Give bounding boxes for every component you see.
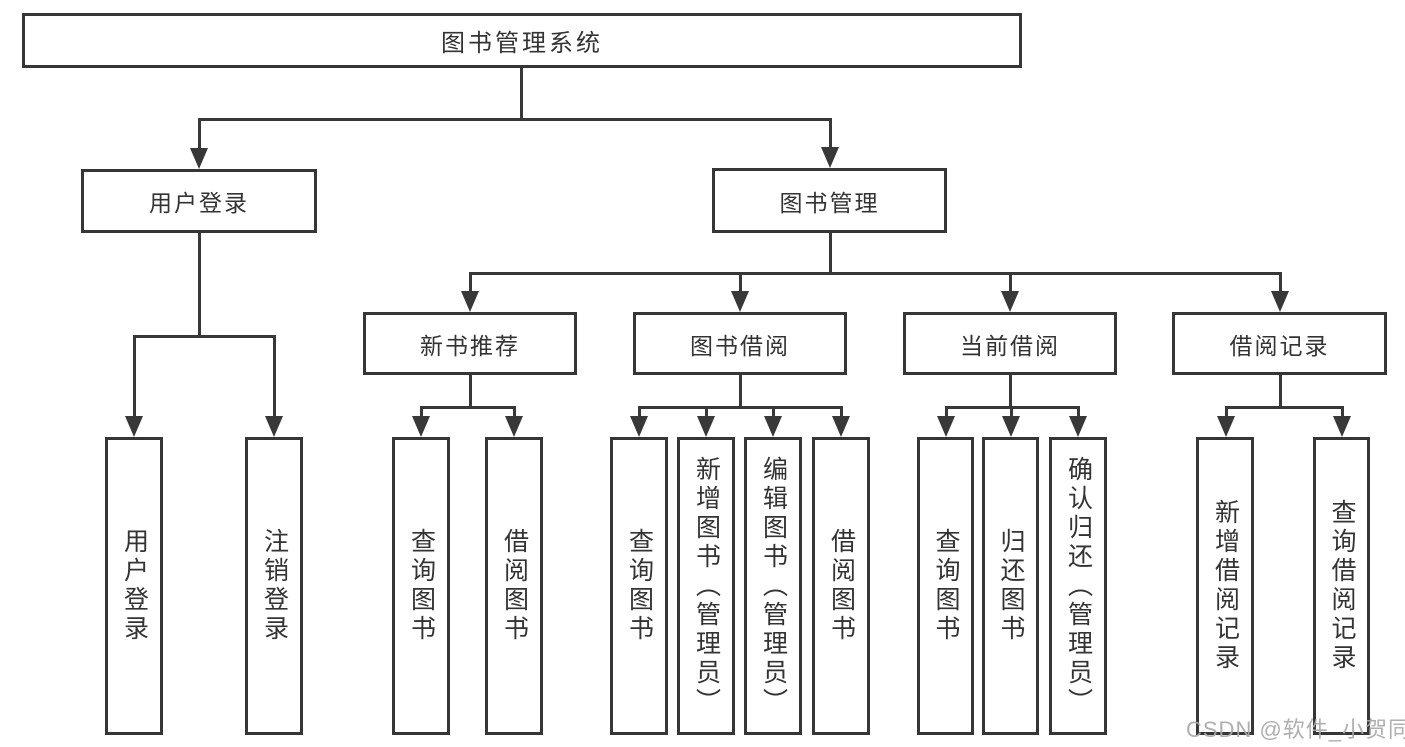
- leaf-logout-label: 注销登录: [260, 528, 289, 644]
- connector-vline: [1340, 406, 1344, 418]
- arrow-down-icon: [461, 291, 479, 312]
- connector-vline: [771, 407, 775, 418]
- connector-vline: [512, 407, 516, 418]
- connector-vline: [1224, 406, 1228, 418]
- node-root-label: 图书管理系统: [441, 30, 603, 57]
- connector-vline: [1009, 407, 1013, 418]
- arrow-down-icon: [832, 416, 850, 437]
- leaf-cb-confirm-return-admin-label: 确认归还（管理员）: [1064, 455, 1093, 717]
- arrow-down-icon: [1069, 416, 1087, 437]
- connector-hline: [197, 117, 832, 121]
- connector-vline: [738, 273, 742, 293]
- leaf-nb-query-books: 查询图书: [392, 437, 450, 735]
- connector-vline: [1278, 375, 1282, 408]
- node-new-book-recommend-label: 新书推荐: [420, 332, 520, 359]
- node-book-management: 图书管理: [712, 168, 947, 233]
- connector-vline: [828, 119, 832, 150]
- connector-hline: [419, 405, 516, 409]
- leaf-nb-query-books-label: 查询图书: [407, 528, 436, 644]
- connector-vline: [738, 375, 742, 409]
- connector-vline: [704, 407, 708, 418]
- arrow-down-icon: [1271, 291, 1289, 312]
- connector-vline: [468, 273, 472, 293]
- connector-hline: [944, 405, 1080, 409]
- leaf-br-add-record: 新增借阅记录: [1196, 437, 1254, 735]
- connector-vline: [197, 119, 201, 151]
- leaf-bb-edit-books-admin-label: 编辑图书（管理员）: [759, 455, 788, 717]
- node-user-login-label: 用户登录: [149, 190, 249, 216]
- connector-hline: [132, 334, 276, 338]
- leaf-bb-query-books-label: 查询图书: [625, 528, 654, 644]
- node-borrow-records-label: 借阅记录: [1229, 332, 1330, 359]
- connector-hline: [1224, 405, 1344, 409]
- arrow-down-icon: [1217, 416, 1235, 437]
- leaf-user-login: 用户登录: [105, 437, 163, 735]
- arrow-down-icon: [505, 416, 523, 437]
- arrow-down-icon: [190, 148, 208, 169]
- arrow-down-icon: [731, 291, 749, 312]
- connector-vline: [1008, 375, 1012, 409]
- node-book-management-label: 图书管理: [779, 189, 880, 216]
- node-book-borrowing: 图书借阅: [633, 312, 847, 375]
- connector-vline: [419, 407, 423, 418]
- arrow-down-icon: [265, 416, 283, 437]
- connector-vline: [272, 336, 276, 418]
- arrow-down-icon: [697, 416, 715, 437]
- arrow-down-icon: [412, 416, 430, 437]
- leaf-bb-edit-books-admin: 编辑图书（管理员）: [744, 437, 802, 735]
- connector-vline: [132, 336, 136, 418]
- connector-vline: [468, 375, 472, 409]
- arrow-down-icon: [125, 416, 143, 437]
- arrow-down-icon: [821, 147, 839, 168]
- leaf-cb-return-books: 归还图书: [982, 437, 1039, 735]
- node-borrow-records: 借阅记录: [1172, 312, 1387, 375]
- leaf-nb-borrow-books: 借阅图书: [485, 437, 543, 735]
- arrow-down-icon: [1333, 416, 1351, 437]
- node-book-borrowing-label: 图书借阅: [690, 332, 790, 359]
- connector-vline: [828, 233, 832, 275]
- node-user-login: 用户登录: [81, 169, 317, 233]
- leaf-cb-query-books: 查询图书: [917, 437, 974, 735]
- leaf-cb-query-books-label: 查询图书: [932, 528, 960, 644]
- leaf-br-query-record-label: 查询借阅记录: [1328, 499, 1356, 673]
- leaf-br-add-record-label: 新增借阅记录: [1211, 499, 1240, 673]
- connector-vline: [1278, 273, 1282, 293]
- arrow-down-icon: [1001, 291, 1019, 312]
- leaf-bb-query-books: 查询图书: [610, 437, 668, 735]
- leaf-user-login-label: 用户登录: [120, 528, 149, 644]
- connector-hline: [637, 405, 843, 409]
- node-root: 图书管理系统: [22, 13, 1022, 68]
- arrow-down-icon: [630, 416, 648, 437]
- connector-hline: [468, 271, 1282, 275]
- leaf-cb-confirm-return-admin: 确认归还（管理员）: [1049, 437, 1107, 735]
- leaf-nb-borrow-books-label: 借阅图书: [500, 528, 529, 644]
- leaf-bb-add-books-admin-label: 新增图书（管理员）: [692, 455, 721, 717]
- leaf-bb-add-books-admin: 新增图书（管理员）: [677, 437, 735, 735]
- connector-vline: [839, 407, 843, 418]
- arrow-down-icon: [764, 416, 782, 437]
- leaf-cb-return-books-label: 归还图书: [997, 528, 1025, 644]
- leaf-br-query-record: 查询借阅记录: [1313, 437, 1370, 735]
- connector-vline: [197, 233, 201, 338]
- leaf-bb-borrow-books: 借阅图书: [812, 437, 870, 735]
- connector-vline: [1008, 273, 1012, 293]
- leaf-logout: 注销登录: [245, 437, 303, 735]
- node-current-borrowing: 当前借阅: [903, 312, 1117, 375]
- arrow-down-icon: [937, 416, 955, 437]
- node-current-borrowing-label: 当前借阅: [960, 332, 1060, 359]
- arrow-down-icon: [1002, 416, 1020, 437]
- connector-vline: [637, 407, 641, 418]
- connector-vline: [519, 68, 523, 121]
- leaf-bb-borrow-books-label: 借阅图书: [827, 528, 856, 644]
- connector-vline: [944, 407, 948, 418]
- connector-vline: [1076, 407, 1080, 418]
- csdn-watermark: CSDN @软件_小贺同学: [1186, 717, 1405, 742]
- node-new-book-recommend: 新书推荐: [363, 312, 577, 375]
